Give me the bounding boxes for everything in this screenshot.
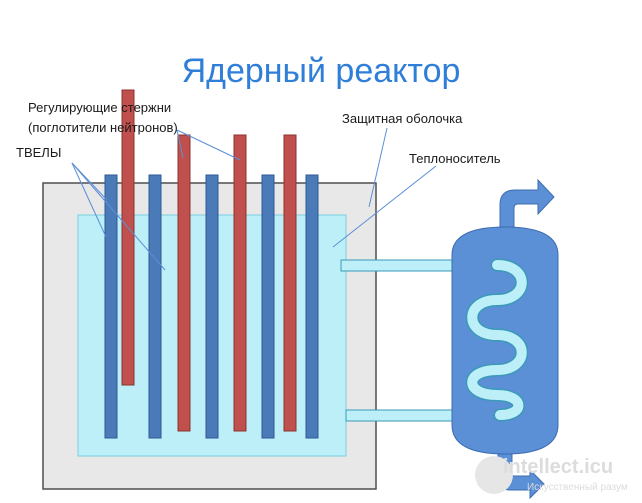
containment-label: Защитная оболочка [342,111,463,126]
fuel-rod [205,174,219,439]
watermark-sub: Искусственный разум [527,482,628,493]
pointer-lines [71,127,437,271]
fuel-rod [261,174,275,439]
fuel-rods-label: ТВЕЛЫ [16,145,62,160]
control-rod [283,134,297,432]
coolant-label: Теплоноситель [409,151,501,166]
control-rod [177,134,191,432]
control-rod [121,89,135,386]
control-rods-label-line1: Регулирующие стержни [28,100,172,115]
fuel-rod [148,174,162,439]
control-rods-label-line2: (поглотители нейтронов) [28,120,178,135]
watermark-logo-icon [475,456,513,494]
control-rods [121,89,297,432]
fuel-rod [305,174,319,439]
watermark-main: intellect.icu [503,456,614,478]
steam-outlet-arrow [499,178,555,228]
fuel-rod [104,174,118,439]
fuel-rods [104,174,319,439]
control-rod [233,134,247,432]
watermark: intellect.icu Искусственный разум [475,452,640,500]
diagram-title: Ядерный реактор [181,52,461,90]
